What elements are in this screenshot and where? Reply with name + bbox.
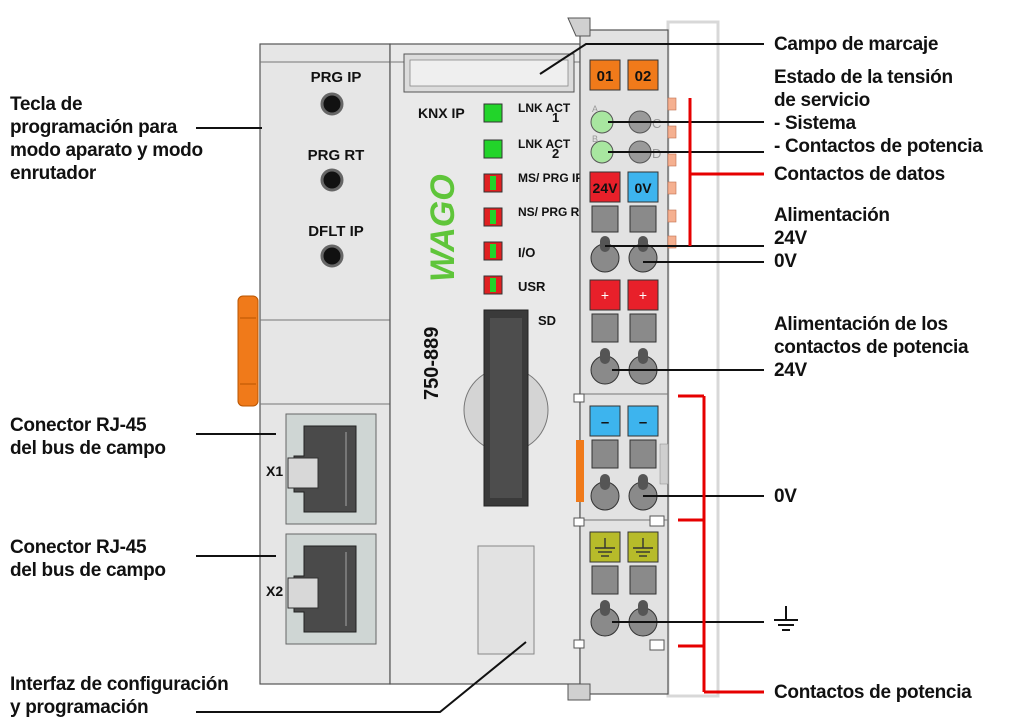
label-line: de servicio bbox=[774, 90, 870, 111]
rj45-port-x2[interactable] bbox=[285, 533, 377, 645]
terminal-0v-text: 0V bbox=[634, 180, 652, 196]
data-contact-2 bbox=[667, 125, 677, 139]
data-contact-5 bbox=[667, 209, 677, 223]
terminal-minus-1-text: – bbox=[601, 414, 609, 431]
label-line: Conector RJ-45 bbox=[10, 537, 147, 558]
label-rj45-x1: Conector RJ-45 del bus de campo bbox=[10, 414, 166, 460]
label-line: del bus de campo bbox=[10, 438, 166, 459]
ground-terminal-2 bbox=[627, 531, 659, 563]
ground-symbol-icon bbox=[774, 606, 798, 631]
led-label-6: USR bbox=[518, 279, 546, 294]
port-label-x2: X2 bbox=[266, 583, 283, 599]
label-line: modo aparato y modo bbox=[10, 140, 203, 161]
label-config-interface: Interfaz de configuración y programación bbox=[10, 673, 229, 719]
terminal-0v-marker bbox=[627, 171, 659, 203]
led-label-3: MS/ PRG IP bbox=[518, 171, 583, 185]
status-letter-a: A bbox=[592, 104, 598, 114]
leader-marking-field bbox=[539, 43, 764, 75]
led-number-2: 2 bbox=[552, 146, 559, 161]
label-line: 24V bbox=[774, 360, 807, 381]
label-line: del bus de campo bbox=[10, 560, 166, 581]
label-data-contacts: Contactos de datos bbox=[774, 163, 945, 186]
led-lnk-act-1 bbox=[483, 103, 503, 123]
label-line: Contactos de potencia bbox=[774, 682, 972, 703]
button-label-prg-ip: PRG IP bbox=[311, 69, 362, 86]
terminal-24v-text: 24V bbox=[593, 180, 619, 196]
model-number: 750-889 bbox=[421, 327, 443, 400]
status-letter-b: B bbox=[592, 134, 598, 144]
label-line: - Sistema bbox=[774, 113, 856, 134]
terminal-minus-2 bbox=[627, 405, 659, 437]
led-label-5: I/O bbox=[518, 245, 535, 260]
label-line: y programación bbox=[10, 697, 149, 718]
terminal-number-02-text: 02 bbox=[635, 68, 652, 85]
terminal-plus-1 bbox=[589, 279, 621, 311]
led-label-1: LNK ACT bbox=[518, 101, 571, 115]
terminal-minus-2-text: – bbox=[639, 414, 647, 431]
bus-name-label: KNX IP bbox=[418, 105, 465, 121]
label-line: Tecla de bbox=[10, 94, 83, 115]
terminal-minus-1 bbox=[589, 405, 621, 437]
terminal-block: 01 02 A C B D 24V 0V + + bbox=[567, 17, 720, 701]
label-power-contacts-supply: Alimentación de los contactos de potenci… bbox=[774, 313, 969, 382]
status-letter-d: D bbox=[652, 146, 661, 161]
data-contact-4 bbox=[667, 181, 677, 195]
label-marking-field: Campo de marcaje bbox=[774, 33, 938, 56]
ground-terminal-1 bbox=[589, 531, 621, 563]
label-line: Estado de la tensión bbox=[774, 67, 953, 88]
power-contact-clip bbox=[576, 440, 584, 502]
data-contact-3 bbox=[667, 153, 677, 167]
terminal-plus-2 bbox=[627, 279, 659, 311]
led-number-1: 1 bbox=[552, 110, 559, 125]
label-power-contacts: Contactos de potencia bbox=[774, 681, 972, 704]
label-operating-voltage-status: Estado de la tensión de servicio - Siste… bbox=[774, 66, 983, 158]
rj45-port-x1[interactable] bbox=[285, 413, 377, 525]
label-line: contactos de potencia bbox=[774, 337, 969, 358]
dflt-ip-button[interactable] bbox=[320, 244, 344, 268]
button-label-prg-rt: PRG RT bbox=[308, 147, 365, 164]
label-line: Alimentación bbox=[774, 205, 890, 226]
din-rail-clip bbox=[237, 295, 259, 407]
prg-rt-button[interactable] bbox=[320, 168, 344, 192]
terminal-number-01-text: 01 bbox=[597, 68, 614, 85]
port-label-x1: X1 bbox=[266, 463, 283, 479]
terminal-plus-2-text: + bbox=[639, 287, 647, 303]
data-contact-6 bbox=[667, 235, 677, 249]
label-rj45-x2: Conector RJ-45 del bus de campo bbox=[10, 536, 166, 582]
config-interface[interactable] bbox=[477, 545, 535, 655]
label-programming-button: Tecla de programación para modo aparato … bbox=[10, 93, 203, 185]
terminal-plus-1-text: + bbox=[601, 287, 609, 303]
led-group: LNK ACT 1 LNK ACT 2 MS/ PRG IP NS/ PRG R… bbox=[483, 101, 587, 295]
red-bracket-lines bbox=[678, 98, 764, 694]
terminal-number-01 bbox=[589, 59, 621, 91]
led-label-4: NS/ PRG RT bbox=[518, 205, 587, 219]
label-line: - Contactos de potencia bbox=[774, 136, 983, 157]
wago-logo: WAGO bbox=[424, 174, 462, 282]
label-line: 0V bbox=[774, 251, 797, 272]
terminal-24v-marker bbox=[589, 171, 621, 203]
data-contact-1 bbox=[667, 97, 677, 111]
sd-slot-label: SD bbox=[538, 313, 556, 328]
leader-config-interface bbox=[196, 641, 527, 713]
label-line: 24V bbox=[774, 228, 807, 249]
label-line: Interfaz de configuración bbox=[10, 674, 229, 695]
prg-ip-button[interactable] bbox=[320, 92, 344, 116]
terminal-number-02 bbox=[627, 59, 659, 91]
led-label-2: LNK ACT bbox=[518, 137, 571, 151]
status-letter-c: C bbox=[652, 116, 661, 131]
label-line: Alimentación de los bbox=[774, 314, 948, 335]
led-lnk-act-2 bbox=[483, 139, 503, 159]
label-line: 0V bbox=[774, 486, 797, 507]
button-label-dflt-ip: DFLT IP bbox=[308, 223, 364, 240]
label-line: Contactos de datos bbox=[774, 164, 945, 185]
label-line: enrutador bbox=[10, 163, 96, 184]
left-leader-lines bbox=[196, 127, 527, 713]
button-group: PRG IP PRG RT DFLT IP bbox=[308, 69, 365, 268]
label-line: Campo de marcaje bbox=[774, 34, 939, 55]
label-line: Conector RJ-45 bbox=[10, 415, 147, 436]
label-line: programación para bbox=[10, 117, 178, 138]
label-supply: Alimentación 24V 0V bbox=[774, 204, 890, 273]
label-0v: 0V bbox=[774, 485, 797, 508]
